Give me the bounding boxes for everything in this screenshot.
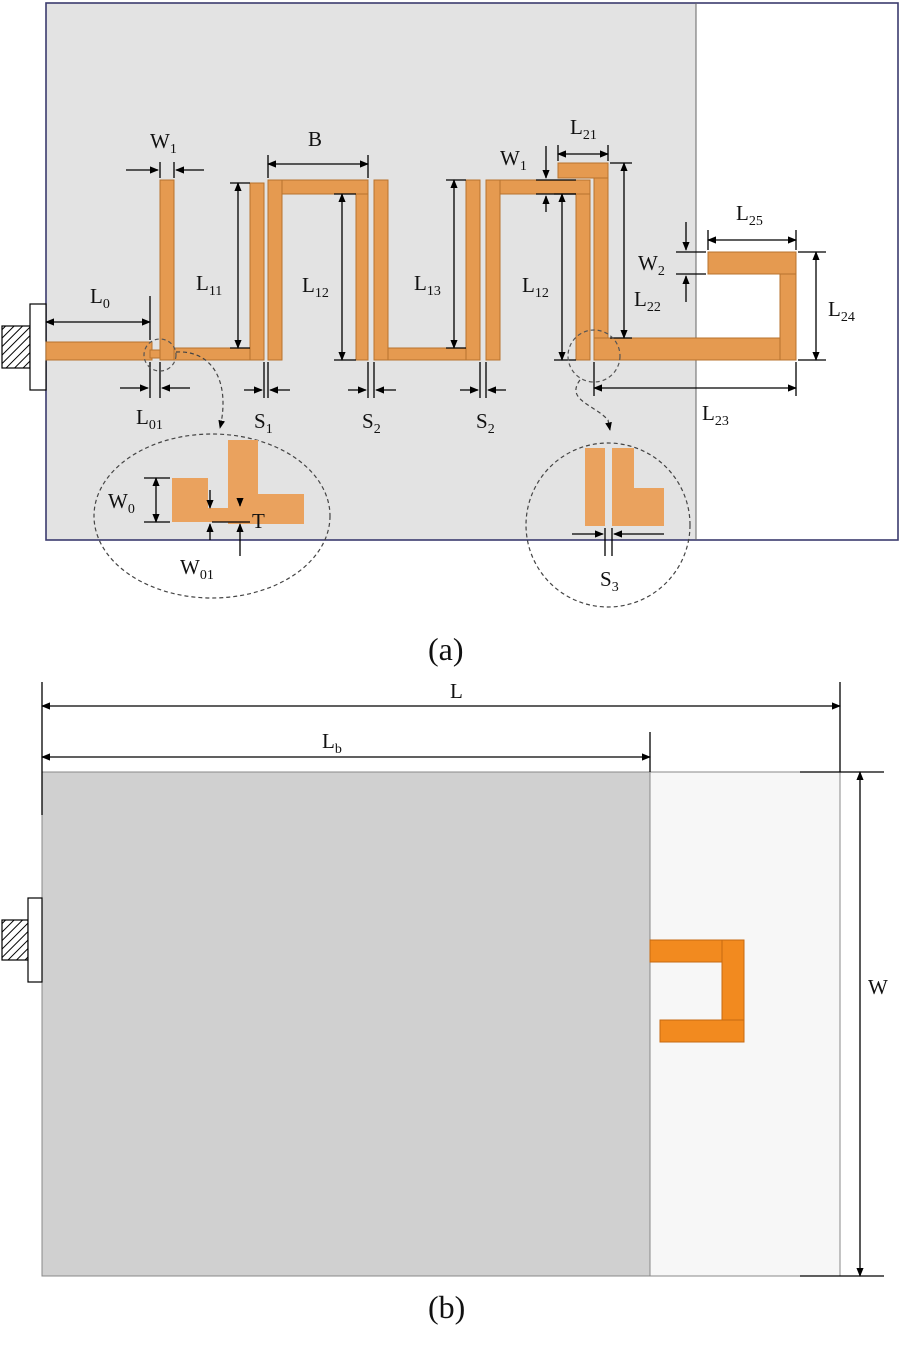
label-l0: L0 [90, 284, 110, 312]
label-l21: L21 [570, 115, 597, 143]
label-l13: L13 [414, 271, 441, 299]
label-s2-b: S2 [476, 409, 495, 437]
label-l23: L23 [702, 401, 729, 429]
sma-connector-b [1, 897, 43, 983]
label-s2-a: S2 [362, 409, 381, 437]
c-shaped-resonator [649, 939, 745, 1043]
panel-a: W1 B W1 L21 L25 W2 L0 L11 L12 L13 L12 L2… [1, 2, 899, 667]
zoom-callout-left [93, 338, 331, 599]
label-l25: L25 [736, 201, 763, 229]
label-w1-right: W1 [500, 146, 527, 174]
label-l22: L22 [634, 287, 661, 315]
label-b: B [308, 127, 322, 151]
label-l11: L11 [196, 271, 222, 299]
label-w01: W01 [180, 555, 214, 583]
board-outline-a [45, 2, 899, 541]
sma-connector-a [1, 303, 47, 391]
labels-b: L Lb W [322, 679, 888, 999]
label-w1-top: W1 [150, 129, 177, 157]
labels-a: W1 B W1 L21 L25 W2 L0 L11 L12 L13 L12 L2… [90, 115, 855, 595]
label-l24: L24 [828, 297, 855, 325]
caption-a: (a) [428, 631, 464, 667]
zoom-callout-right [525, 329, 691, 608]
panel-b: L Lb W (b) [1, 679, 888, 1325]
label-l12-a: L12 [302, 273, 329, 301]
dimensions-b [41, 682, 884, 1277]
caption-b: (b) [428, 1289, 465, 1325]
label-w0: W0 [108, 489, 135, 517]
label-l12-b: L12 [522, 273, 549, 301]
meander-line [45, 162, 797, 361]
label-w2: W2 [638, 251, 665, 279]
label-w: W [868, 975, 888, 999]
label-s1: S1 [254, 409, 273, 437]
dimensions-a [45, 145, 826, 398]
label-t: T [252, 509, 265, 533]
label-l: L [450, 679, 463, 703]
label-s3: S3 [600, 567, 619, 595]
label-lb: Lb [322, 729, 342, 757]
label-l01: L01 [136, 405, 163, 433]
ground-plane-b [41, 771, 651, 1277]
